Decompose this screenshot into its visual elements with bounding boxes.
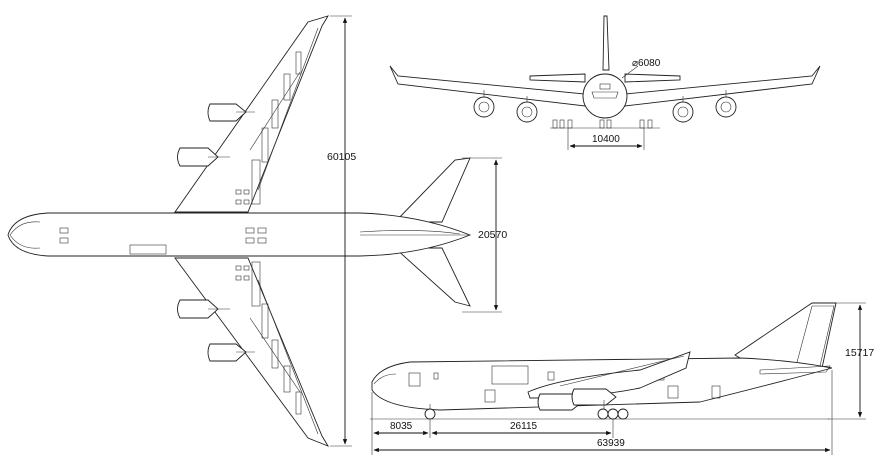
- top-view-engines: [177, 103, 255, 362]
- side-view-landing-gear: [424, 400, 629, 420]
- side-view: 15717 8035 26115 63939: [370, 302, 874, 455]
- front-view-fuselage: [582, 73, 628, 119]
- top-view-upper-wing: [174, 15, 329, 213]
- front-view-fin: [602, 15, 610, 71]
- gear-track-label: 10400: [592, 134, 620, 145]
- wheelbase-label: 26115: [510, 421, 538, 432]
- fuselage-diameter-label: ⌀6080: [632, 58, 661, 69]
- wingspan-label: 60105: [327, 151, 356, 163]
- height-label: 15717: [845, 347, 874, 359]
- nose-to-main-gear-label: 8035: [390, 421, 413, 432]
- front-view-engines: [473, 90, 737, 123]
- top-view: 60105 20570: [7, 15, 507, 447]
- overall-length-label: 63939: [597, 438, 625, 449]
- side-view-engines: [537, 388, 617, 411]
- front-view: ⌀6080 10400: [389, 15, 821, 150]
- top-view-lower-stabilizer: [393, 247, 471, 307]
- top-view-fuselage: [7, 212, 472, 257]
- tail-span-label: 20570: [478, 229, 507, 241]
- top-view-upper-stabilizer: [393, 157, 471, 223]
- front-view-landing-gear: [550, 119, 660, 129]
